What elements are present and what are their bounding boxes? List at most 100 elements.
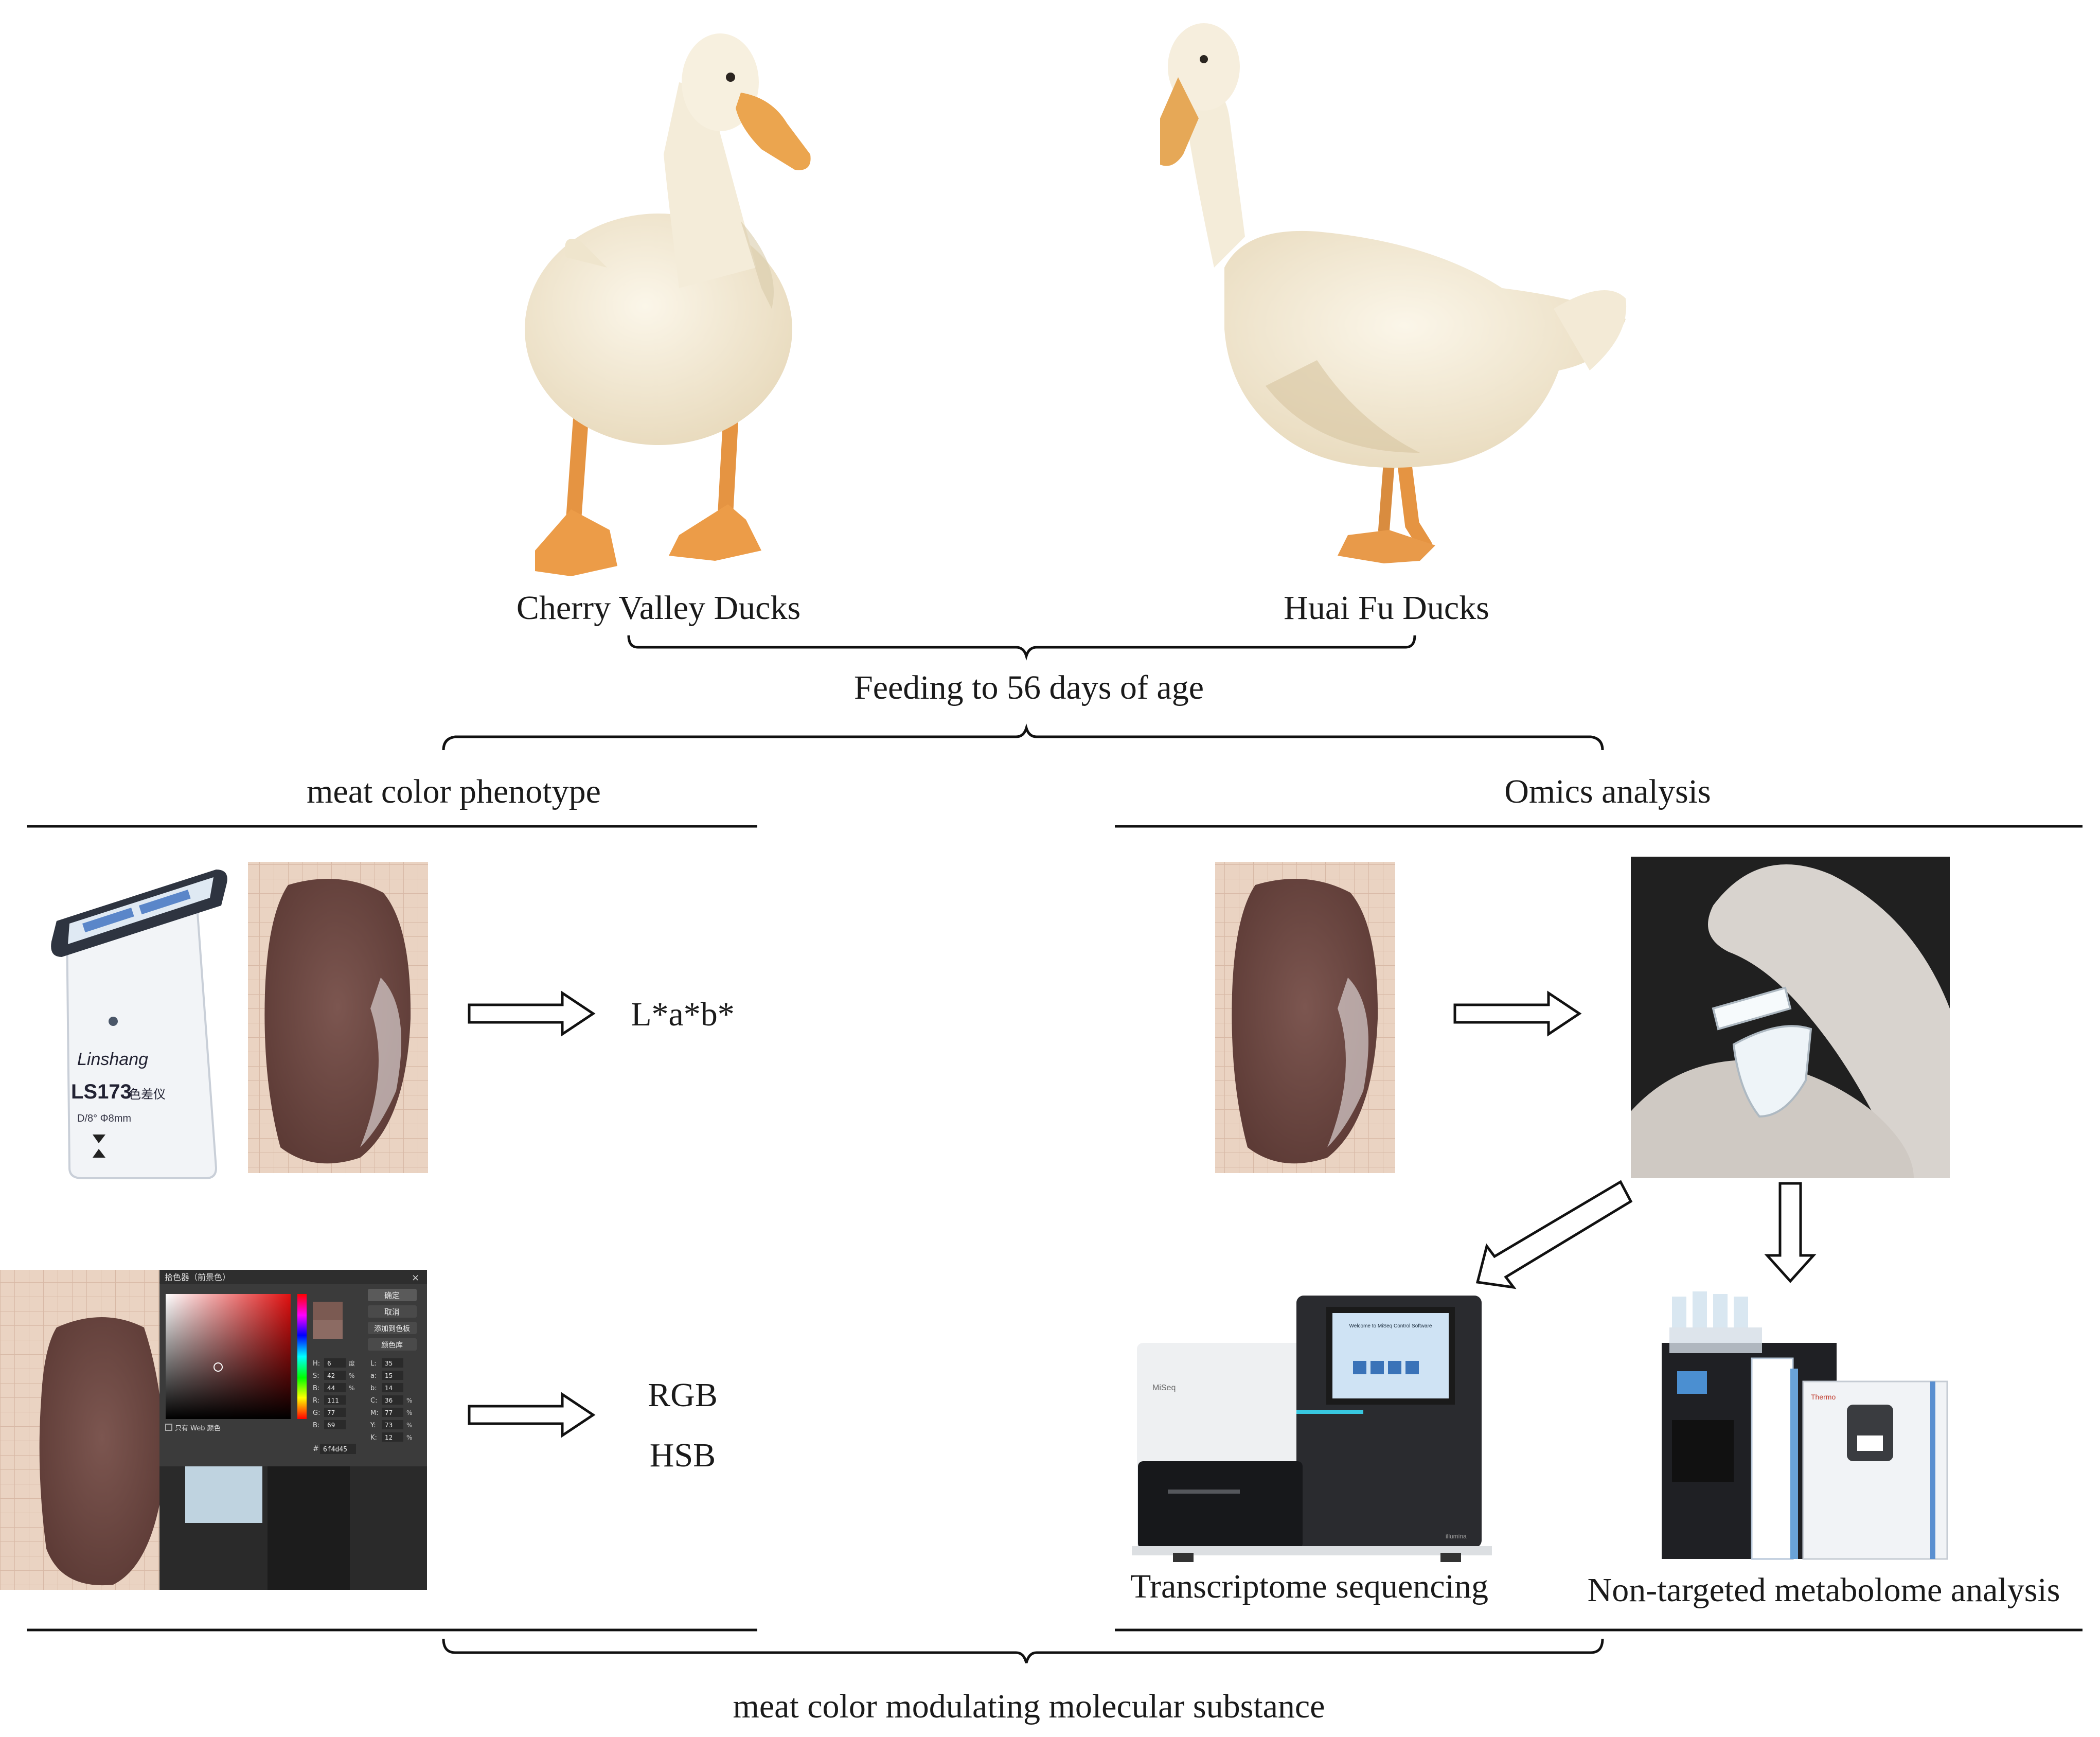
microcentrifuge-tube-icon [1732,1025,1812,1118]
svg-text:确定: 确定 [384,1291,400,1300]
colorimeter-spec: D/8° Φ8mm [77,1113,131,1124]
picker-hsb-rgb-field-input[interactable] [324,1408,346,1417]
sequencer-brand: MiSeq [1152,1384,1176,1392]
picker-hsb-rgb-field-value: 77 [327,1409,335,1416]
sequencer-screen-title: Welcome to MiSeq Control Software [1349,1323,1432,1329]
picker-hsb-rgb-field-value: 42 [327,1372,335,1379]
sequencer-screen [1332,1313,1449,1398]
picker-hsb-rgb-field-input[interactable] [324,1383,346,1392]
picker-lab-cmyk-field-unit: % [406,1409,412,1416]
picker-hsb-rgb-field-unit: 度 [349,1359,355,1367]
feeding-label: Feeding to 56 days of age [854,669,1204,706]
sample-tube-glove-image [1631,857,1950,1178]
picker-lab-cmyk-field-input[interactable] [382,1408,403,1417]
ms-maker: Thermo [1811,1393,1836,1401]
omics-analysis-label: Omics analysis [1504,773,1711,810]
colorimeter-model: LS173 [71,1080,132,1103]
picker-lab-cmyk-field-value: 77 [385,1409,393,1416]
picker-lab-cmyk-field-unit: % [406,1422,412,1429]
picker-lab-cmyk-field-unit: % [406,1397,412,1404]
colorimeter-device-image: Linshang LS173 色差仪 D/8° Φ8mm [51,870,227,1179]
picker-lab-cmyk-field-key: Y: [370,1422,376,1429]
picker-hsb-rgb-field-key: R: [313,1397,319,1405]
huai-fu-duck-image [1160,23,1627,563]
picker-hsb-rgb-field-unit: % [349,1385,354,1392]
picker-hsb-rgb-field-value: 44 [327,1385,335,1392]
picker-close-icon[interactable]: × [412,1272,419,1283]
picker-libraries-button[interactable] [368,1338,417,1351]
picker-hsb-rgb-field-key: H: [313,1360,320,1368]
lc-ms-instrument-image: Thermo [1662,1291,1948,1560]
picker-hsb-rgb-field-input[interactable] [324,1395,346,1405]
picker-lab-cmyk-field-key: C: [370,1397,377,1405]
picker-lab-cmyk-field-input[interactable] [382,1383,403,1392]
arrow-to-transcriptome [1475,1180,1633,1289]
picker-web-only-label: 只有 Web 颜色 [175,1424,221,1432]
sequencer-image: Welcome to MiSeq Control Software MiSeq … [1132,1296,1492,1562]
colorimeter-model-suffix: 色差仪 [129,1087,166,1102]
picker-lab-cmyk-field-input[interactable] [382,1358,403,1368]
picker-lab-cmyk-field-value: 15 [385,1372,393,1379]
arrow-to-sample-tube [1453,990,1582,1037]
picker-hsb-rgb-field-input[interactable] [324,1371,346,1380]
picker-new-swatch [313,1302,343,1320]
picker-hsb-rgb-field-key: B: [313,1422,319,1429]
picker-lab-cmyk-fields: L:35a:15b:14C:36%M:77%Y:73%K:12% [370,1358,412,1442]
picker-ok-button[interactable] [368,1289,417,1301]
breed-brace [627,635,1416,661]
picker-lab-cmyk-field-key: b: [370,1385,377,1392]
meat-color-phenotype-label: meat color phenotype [307,773,601,810]
conclusion-label: meat color modulating molecular substanc… [733,1688,1325,1725]
meat-sample-image-left [248,862,428,1173]
meat-sample-image-right [1215,862,1395,1173]
picker-cancel-button[interactable] [368,1305,417,1318]
picker-web-only-checkbox[interactable] [165,1424,172,1431]
cherry-valley-duck-image [525,33,811,576]
picker-hsb-rgb-field-value: 111 [327,1397,339,1404]
picker-lab-cmyk-field-unit: % [406,1434,412,1441]
picker-lab-cmyk-field-input[interactable] [382,1395,403,1405]
arrow-to-metabolome [1764,1182,1817,1283]
picker-cursor-icon[interactable] [213,1362,223,1372]
picker-current-swatch [313,1320,343,1339]
picker-hex-input[interactable] [320,1444,356,1454]
picker-hsb-rgb-field-input[interactable] [324,1358,346,1368]
branch-brace [442,723,1604,751]
picker-lab-cmyk-field-key: K: [370,1434,377,1442]
picker-lab-cmyk-field-value: 73 [385,1422,393,1429]
picker-lab-cmyk-field-input[interactable] [382,1371,403,1380]
cherry-valley-label: Cherry Valley Ducks [517,589,800,627]
picker-hsb-rgb-field-unit: % [349,1372,354,1379]
picker-title: 拾色器（前景色） [165,1272,230,1282]
svg-text:添加到色板: 添加到色板 [374,1324,410,1333]
lab-output-label: L*a*b* [631,996,735,1033]
rgb-output-label: RGB [648,1376,718,1414]
conclusion-brace [442,1638,1604,1663]
svg-text:颜色库: 颜色库 [381,1341,403,1350]
transcriptome-label: Transcriptome sequencing [1130,1568,1488,1605]
picker-lab-cmyk-field-key: a: [370,1372,377,1380]
picker-hsb-rgb-field-key: S: [313,1372,319,1380]
picker-hsb-rgb-field-key: B: [313,1385,319,1392]
svg-text:6f4d45: 6f4d45 [323,1446,347,1454]
svg-text:取消: 取消 [384,1307,400,1317]
picker-add-swatch-button[interactable] [368,1322,417,1334]
picker-hue-slider[interactable] [297,1294,307,1419]
hsb-output-label: HSB [650,1437,716,1474]
huai-fu-label: Huai Fu Ducks [1284,589,1489,627]
colorimeter-brand: Linshang [77,1050,148,1069]
metabolome-label: Non-targeted metabolome analysis [1588,1571,2060,1609]
picker-lab-cmyk-field-key: M: [370,1409,379,1417]
picker-hsb-rgb-field-value: 69 [327,1422,335,1429]
picker-hsb-rgb-field-input[interactable] [324,1420,346,1429]
picker-lab-cmyk-field-input[interactable] [382,1420,403,1429]
picker-lab-cmyk-field-key: L: [370,1360,377,1368]
picker-hsb-rgb-field-key: G: [313,1409,320,1417]
picker-lab-cmyk-field-value: 14 [385,1385,393,1392]
picker-lab-cmyk-field-value: 35 [385,1360,393,1367]
picker-lab-cmyk-field-input[interactable] [382,1432,403,1442]
arrow-to-rgb-hsb [468,1392,596,1438]
